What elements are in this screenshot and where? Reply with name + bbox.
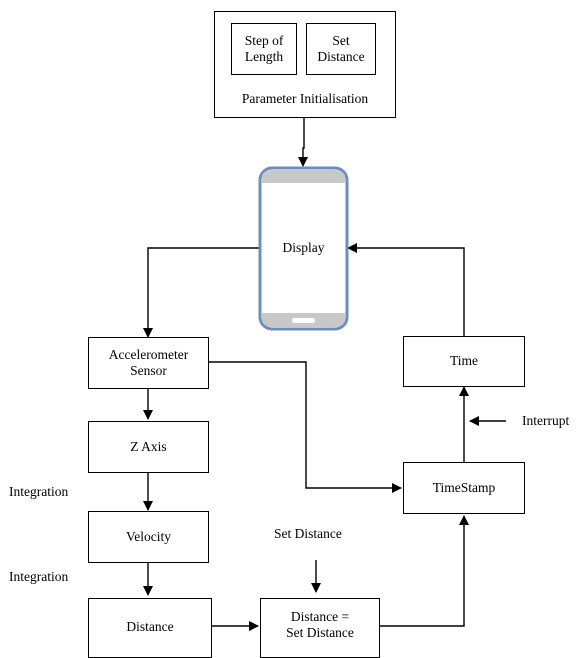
arrow-time-to-display xyxy=(347,243,465,336)
timestamp-label: TimeStamp xyxy=(432,479,496,495)
z-axis-box: Z Axis xyxy=(88,421,209,473)
set-distance-box: Set Distance xyxy=(306,23,376,75)
accelerometer-sensor-box: Accelerometer Sensor xyxy=(88,337,209,389)
interrupt-label: Interrupt xyxy=(522,413,570,428)
time-label: Time xyxy=(449,353,478,369)
arrow-init-to-display xyxy=(298,118,308,167)
arrow-display-to-accelerometer xyxy=(143,247,259,338)
time-box: Time xyxy=(403,336,525,387)
parameter-initialisation-title: Parameter Initialisation xyxy=(241,90,369,106)
step-of-length-label: Step of Length xyxy=(244,32,284,64)
distance-check-box: Distance = Set Distance xyxy=(260,598,380,658)
display-label: Display xyxy=(282,240,325,255)
integration-label-2: Integration xyxy=(9,569,69,584)
z-axis-label: Z Axis xyxy=(130,438,167,454)
set-distance-label: Set Distance xyxy=(317,32,365,64)
accelerometer-sensor-label: Accelerometer Sensor xyxy=(108,346,189,378)
distance-box: Distance xyxy=(88,598,212,658)
timestamp-box: TimeStamp xyxy=(403,462,525,514)
step-of-length-box: Step of Length xyxy=(231,23,297,75)
arrow-check-to-timestamp xyxy=(380,515,469,627)
distance-check-label: Distance = Set Distance xyxy=(286,609,354,641)
distance-label: Distance xyxy=(126,619,174,634)
set-distance-input-label: Set Distance xyxy=(274,526,342,541)
arrow-accelerometer-to-timestamp xyxy=(209,361,402,493)
integration-label-1: Integration xyxy=(9,484,69,499)
velocity-label: Velocity xyxy=(126,528,171,544)
velocity-box: Velocity xyxy=(88,511,209,563)
